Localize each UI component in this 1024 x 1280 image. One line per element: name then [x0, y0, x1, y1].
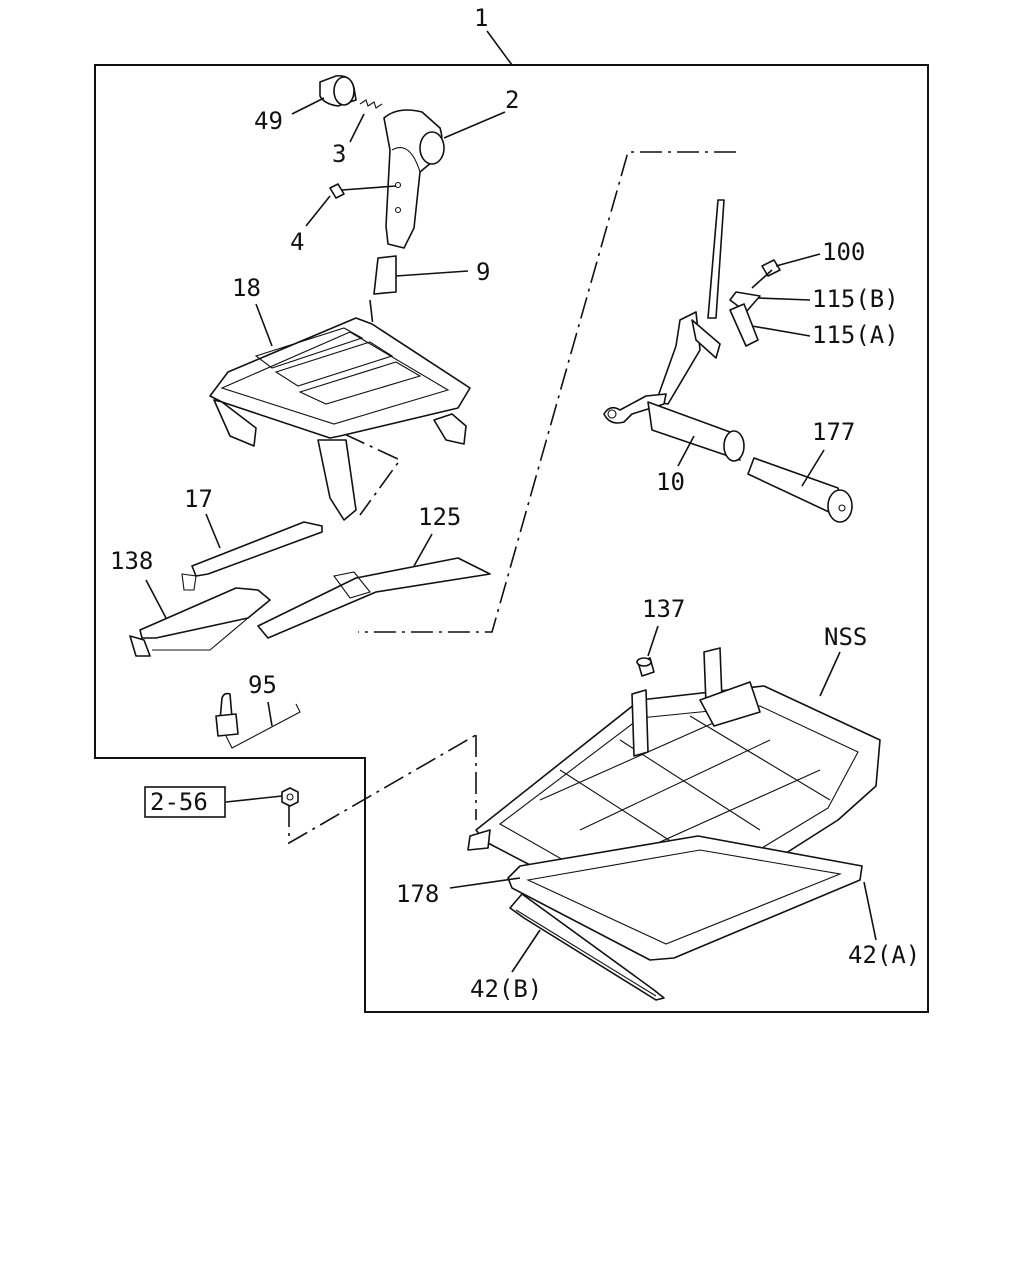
assembly-frame — [94, 64, 929, 1013]
callout-100: 100 — [822, 238, 865, 266]
console-cover — [209, 317, 471, 521]
reference-label: 2-56 — [150, 788, 208, 816]
gasket-42b — [509, 893, 665, 1001]
clip-115a — [729, 303, 759, 347]
shift-shaft — [603, 199, 725, 424]
callout-49: 49 — [254, 107, 283, 135]
callout-42a: 42(A) — [848, 941, 920, 969]
guide-line-ref — [288, 734, 477, 845]
slide-plate-17 — [181, 521, 323, 591]
callout-42b: 42(B) — [470, 975, 542, 1003]
reference-nut — [281, 787, 299, 807]
slide-plate-125 — [257, 557, 491, 639]
callout-9: 9 — [476, 258, 490, 286]
reference-box — [144, 786, 226, 818]
shift-knob — [383, 109, 445, 249]
knob-screw — [329, 183, 397, 199]
bolt-100 — [751, 259, 781, 289]
pivot-pin-177 — [747, 457, 853, 523]
callout-nss: NSS — [824, 623, 867, 651]
assembly-label: 1 — [474, 4, 488, 32]
callout-115b: 115(B) — [812, 285, 899, 313]
callout-177: 177 — [812, 418, 855, 446]
shift-knob-button — [319, 74, 357, 107]
knob-sleeve — [373, 255, 397, 295]
callout-137: 137 — [642, 595, 685, 623]
callout-2: 2 — [505, 86, 519, 114]
callout-115a: 115(A) — [812, 321, 899, 349]
slide-plate-138 — [129, 587, 271, 657]
callout-125: 125 — [418, 503, 461, 531]
callout-10: 10 — [656, 468, 685, 496]
bulb-socket — [215, 692, 301, 749]
callout-3: 3 — [332, 140, 346, 168]
bushing-137 — [636, 657, 655, 677]
guide-line-shaft — [358, 151, 736, 633]
knob-spring — [359, 99, 383, 109]
callout-138: 138 — [110, 547, 153, 575]
callout-95: 95 — [248, 671, 277, 699]
callout-4: 4 — [290, 228, 304, 256]
callout-17: 17 — [184, 485, 213, 513]
callout-178: 178 — [396, 880, 439, 908]
callout-18: 18 — [232, 274, 261, 302]
pivot-tube-10 — [647, 401, 745, 462]
gasket-42a — [507, 835, 863, 961]
